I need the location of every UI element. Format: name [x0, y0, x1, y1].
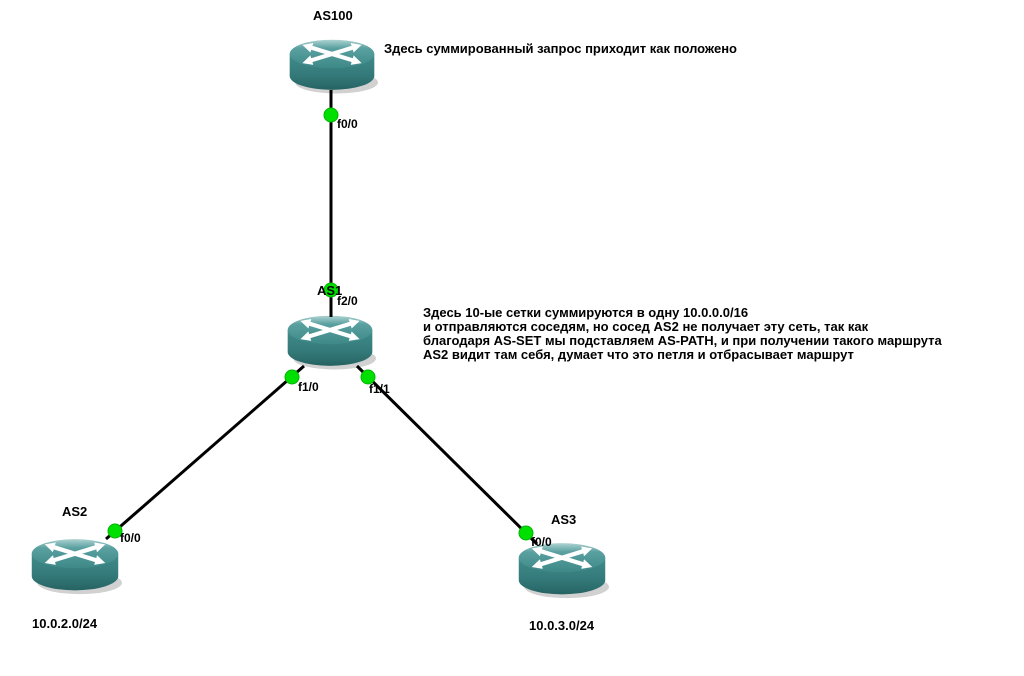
iface-label-as2-f0-0: f0/0 — [120, 531, 141, 545]
annotation-middle-line-4: AS2 видит там себя, думает что это петля… — [423, 347, 854, 362]
iface-label-as1-f1-1: f1/1 — [369, 382, 390, 396]
port-dot-as2-f0-0 — [107, 523, 123, 539]
annotation-middle-line-3: благодаря AS-SET мы подставляем AS-PATH,… — [423, 333, 942, 348]
router-icon-as3[interactable] — [519, 543, 609, 598]
network-label-as3: 10.0.3.0/24 — [529, 618, 595, 633]
node-label-as1: AS1 — [317, 283, 343, 298]
annotation-middle-line-1: Здесь 10-ые сетки суммируются в одну 10.… — [423, 305, 749, 320]
router-icon-as2[interactable] — [32, 539, 122, 594]
router-icon-as1[interactable] — [288, 316, 376, 370]
router-icon-as100[interactable] — [290, 40, 378, 94]
iface-label-as3-f0-0: f0/0 — [531, 535, 552, 549]
annotation-middle: Здесь 10-ые сетки суммируются в одну 10.… — [423, 306, 942, 362]
link-as1-as3[interactable] — [355, 364, 539, 546]
iface-label-as1-f2-0: f2/0 — [337, 294, 358, 308]
port-dot-as1-f2-0 — [323, 282, 339, 298]
port-dot-as100-f0-0 — [323, 107, 339, 123]
link-as1-as2[interactable] — [105, 364, 305, 541]
iface-label-as100-f0-0: f0/0 — [337, 117, 358, 131]
annotation-top: Здесь суммированный запрос приходит как … — [384, 41, 737, 56]
port-dot-as1-f1-1 — [360, 369, 376, 385]
node-label-as100: AS100 — [313, 8, 353, 23]
port-dot-as3-f0-0 — [518, 525, 534, 541]
annotation-middle-line-2: и отправляются соседям, но сосед AS2 не … — [423, 319, 869, 334]
port-dot-as1-f1-0 — [284, 369, 300, 385]
node-label-as3: AS3 — [551, 512, 577, 527]
network-label-as2: 10.0.2.0/24 — [32, 616, 98, 631]
iface-label-as1-f1-0: f1/0 — [298, 380, 319, 394]
node-label-as2: AS2 — [62, 504, 88, 519]
